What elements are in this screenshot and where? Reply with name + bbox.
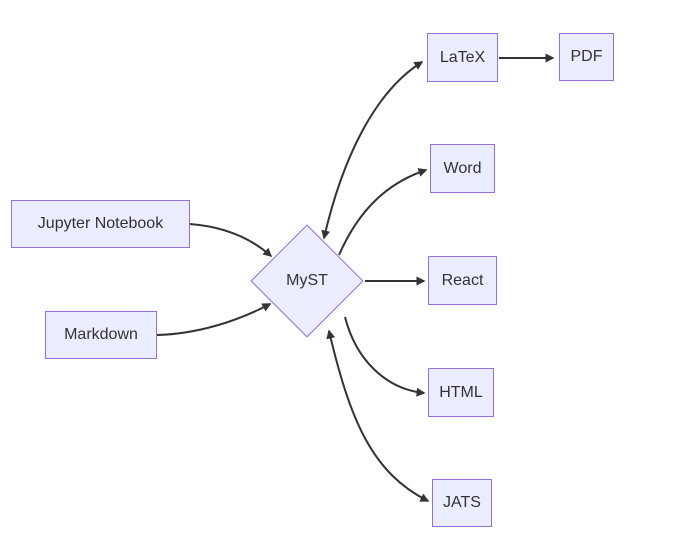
node-markdown-label: Markdown (64, 326, 138, 343)
edge-myst-word (338, 168, 428, 256)
node-jupyter-notebook-label: Jupyter Notebook (37, 215, 164, 232)
node-pdf: PDF (559, 33, 614, 81)
node-jats-label: JATS (443, 494, 481, 511)
node-pdf-label: PDF (570, 48, 603, 65)
node-html-label: HTML (439, 383, 483, 401)
edge-jupyter-myst (189, 223, 273, 257)
edge-markdown-myst (156, 303, 272, 336)
edge-myst-html (344, 316, 426, 397)
node-markdown: Markdown (45, 311, 157, 359)
edge-myst-jats (326, 329, 430, 502)
node-latex-label: LaTeX (439, 48, 486, 66)
node-jupyter-notebook: Jupyter Notebook (11, 200, 190, 248)
node-latex: LaTeX (427, 33, 498, 82)
node-jats: JATS (432, 479, 492, 527)
node-react-label: React (441, 271, 484, 289)
node-word: Word (430, 144, 495, 193)
node-html: HTML (428, 368, 494, 417)
edge-myst-latex (321, 61, 424, 240)
node-myst-label: MyST (286, 272, 328, 289)
node-react: React (428, 256, 497, 305)
node-word-label: Word (443, 159, 482, 177)
